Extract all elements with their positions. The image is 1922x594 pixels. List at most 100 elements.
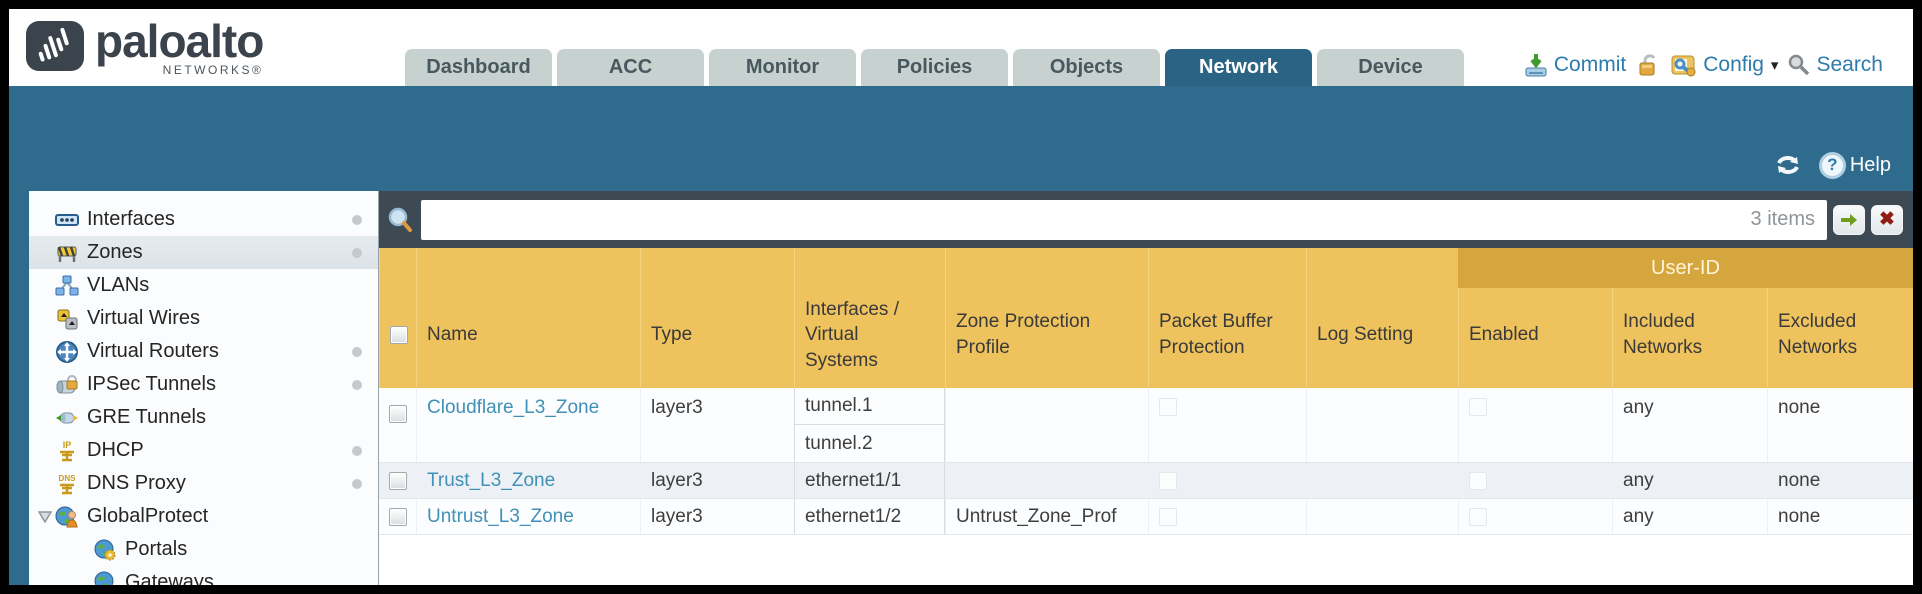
zone-type-cell: layer3: [640, 388, 794, 462]
dns-proxy-icon: DNS: [59, 474, 77, 494]
sidebar-item-ipsec-tunnels[interactable]: IPSec Tunnels: [29, 368, 378, 401]
collapse-triangle-icon[interactable]: [35, 510, 55, 523]
table-row: Trust_L3_Zone layer3 ethernet1/1 any non…: [379, 463, 1913, 499]
network-sidebar: Interfaces Zones VLANs: [29, 191, 379, 585]
tab-objects[interactable]: Objects: [1013, 49, 1160, 86]
lock-icon[interactable]: [1635, 52, 1661, 78]
virtual-routers-icon: [56, 340, 78, 363]
search-icon: [1789, 54, 1810, 76]
sidebar-item-interfaces[interactable]: Interfaces: [29, 203, 378, 236]
column-header-zone-protection[interactable]: Zone Protection Profile: [945, 248, 1148, 388]
userid-enabled-cell: [1458, 388, 1612, 462]
zone-name-link[interactable]: Untrust_L3_Zone: [427, 505, 574, 527]
row-checkbox[interactable]: [388, 507, 407, 526]
paloalto-logo-icon: [26, 21, 84, 71]
sidebar-item-virtual-wires[interactable]: Virtual Wires: [29, 302, 378, 335]
globalprotect-icon: [55, 506, 78, 527]
interface-entry: ethernet1/2: [805, 505, 902, 527]
column-header-included[interactable]: Included Networks: [1612, 248, 1767, 388]
content-area: Interfaces Zones VLANs: [9, 191, 1913, 585]
header-band: ? Help: [9, 86, 1913, 191]
commit-button[interactable]: Commit: [1523, 52, 1626, 78]
sidebar-item-zones[interactable]: Zones: [29, 236, 378, 269]
excluded-networks-cell: none: [1767, 388, 1913, 462]
sidebar-label: VLANs: [87, 274, 150, 296]
excluded-networks-cell: none: [1767, 463, 1913, 498]
tab-acc[interactable]: ACC: [557, 49, 704, 86]
sidebar-item-vlans[interactable]: VLANs: [29, 269, 378, 302]
sidebar-item-gateways[interactable]: Gateways: [29, 566, 378, 585]
select-all-checkbox[interactable]: [390, 326, 408, 344]
status-dot: [352, 446, 362, 456]
table-row: Untrust_L3_Zone layer3 ethernet1/2 Untru…: [379, 499, 1913, 535]
tab-network[interactable]: Network: [1165, 49, 1312, 86]
column-header-type[interactable]: Type: [640, 248, 794, 388]
row-checkbox[interactable]: [388, 405, 407, 423]
sidebar-label: Zones: [87, 241, 143, 263]
zone-protection-cell: Untrust_Zone_Prof: [945, 499, 1148, 534]
packet-buffer-checkbox: [1159, 507, 1177, 526]
packet-buffer-checkbox: [1159, 398, 1177, 416]
config-icon: [1671, 55, 1696, 77]
interface-entry: ethernet1/1: [805, 469, 902, 491]
status-dot: [352, 248, 362, 258]
sidebar-item-gre-tunnels[interactable]: GRE Tunnels: [29, 401, 378, 434]
top-actions: Commit Config ▾: [1523, 52, 1883, 78]
column-header-excluded[interactable]: Excluded Networks: [1767, 248, 1913, 388]
zone-interfaces-cell: ethernet1/2: [794, 499, 945, 534]
brand-sub: NETWORKS®: [162, 63, 264, 77]
tab-policies[interactable]: Policies: [861, 49, 1008, 86]
status-dot: [352, 215, 362, 225]
status-dot: [352, 380, 362, 390]
zones-table-header: User-ID Name Type Interfaces / Virtual S…: [379, 248, 1913, 388]
zone-name-link[interactable]: Trust_L3_Zone: [427, 469, 556, 491]
zone-type-cell: layer3: [640, 499, 794, 534]
userid-enabled-cell: [1458, 463, 1612, 498]
main-tabs: Dashboard ACC Monitor Policies Objects N…: [405, 49, 1464, 86]
zone-name-cell: Untrust_L3_Zone: [416, 499, 640, 534]
column-header-enabled[interactable]: Enabled: [1458, 248, 1612, 388]
packet-buffer-cell: [1148, 499, 1306, 534]
ipsec-tunnels-icon: [56, 374, 78, 393]
status-dot: [352, 479, 362, 489]
sidebar-label: IPSec Tunnels: [87, 373, 216, 395]
clear-filter-button[interactable]: ✖: [1871, 204, 1903, 235]
filter-bar: 3 items ✖: [379, 191, 1913, 248]
userid-enabled-checkbox: [1469, 471, 1487, 490]
column-header-interfaces[interactable]: Interfaces / Virtual Systems: [794, 248, 945, 388]
packet-buffer-checkbox: [1159, 471, 1177, 490]
tab-monitor[interactable]: Monitor: [709, 49, 856, 86]
zone-name-link[interactable]: Cloudflare_L3_Zone: [427, 397, 600, 418]
filter-input[interactable]: [433, 209, 1743, 230]
excluded-networks-cell: none: [1767, 499, 1913, 534]
refresh-icon[interactable]: [1773, 151, 1803, 179]
row-select-cell: [379, 463, 416, 498]
column-header-name[interactable]: Name: [416, 248, 640, 388]
included-networks-cell: any: [1612, 388, 1767, 462]
column-header-packet-buffer[interactable]: Packet Buffer Protection: [1148, 248, 1306, 388]
sidebar-item-globalprotect[interactable]: GlobalProtect: [29, 500, 378, 533]
select-all-header[interactable]: [379, 248, 416, 388]
sidebar-item-portals[interactable]: Portals: [29, 533, 378, 566]
apply-filter-button[interactable]: [1833, 204, 1865, 235]
sidebar-label: Virtual Routers: [87, 340, 219, 362]
config-button[interactable]: Config ▾: [1670, 52, 1778, 78]
row-select-cell: [379, 499, 416, 534]
zone-protection-cell: [945, 388, 1148, 462]
table-empty-area: [379, 535, 1913, 585]
tab-device[interactable]: Device: [1317, 49, 1464, 86]
column-header-log-setting[interactable]: Log Setting: [1306, 248, 1458, 388]
sidebar-item-virtual-routers[interactable]: Virtual Routers: [29, 335, 378, 368]
zone-type-cell: layer3: [640, 463, 794, 498]
sidebar-item-dhcp[interactable]: IP DHCP: [29, 434, 378, 467]
help-button[interactable]: ? Help: [1818, 151, 1891, 179]
paloalto-logo: paloalto NETWORKS®: [25, 18, 264, 77]
row-checkbox[interactable]: [388, 471, 407, 490]
search-button[interactable]: Search: [1787, 53, 1883, 77]
interface-entry: tunnel.1: [795, 388, 944, 425]
sidebar-item-dns-proxy[interactable]: DNS DNS Proxy: [29, 467, 378, 500]
svg-text:DNS: DNS: [59, 474, 77, 483]
dhcp-icon: IP: [60, 440, 74, 461]
top-bar: paloalto NETWORKS® Dashboard ACC Monitor…: [9, 9, 1913, 86]
tab-dashboard[interactable]: Dashboard: [405, 49, 552, 86]
